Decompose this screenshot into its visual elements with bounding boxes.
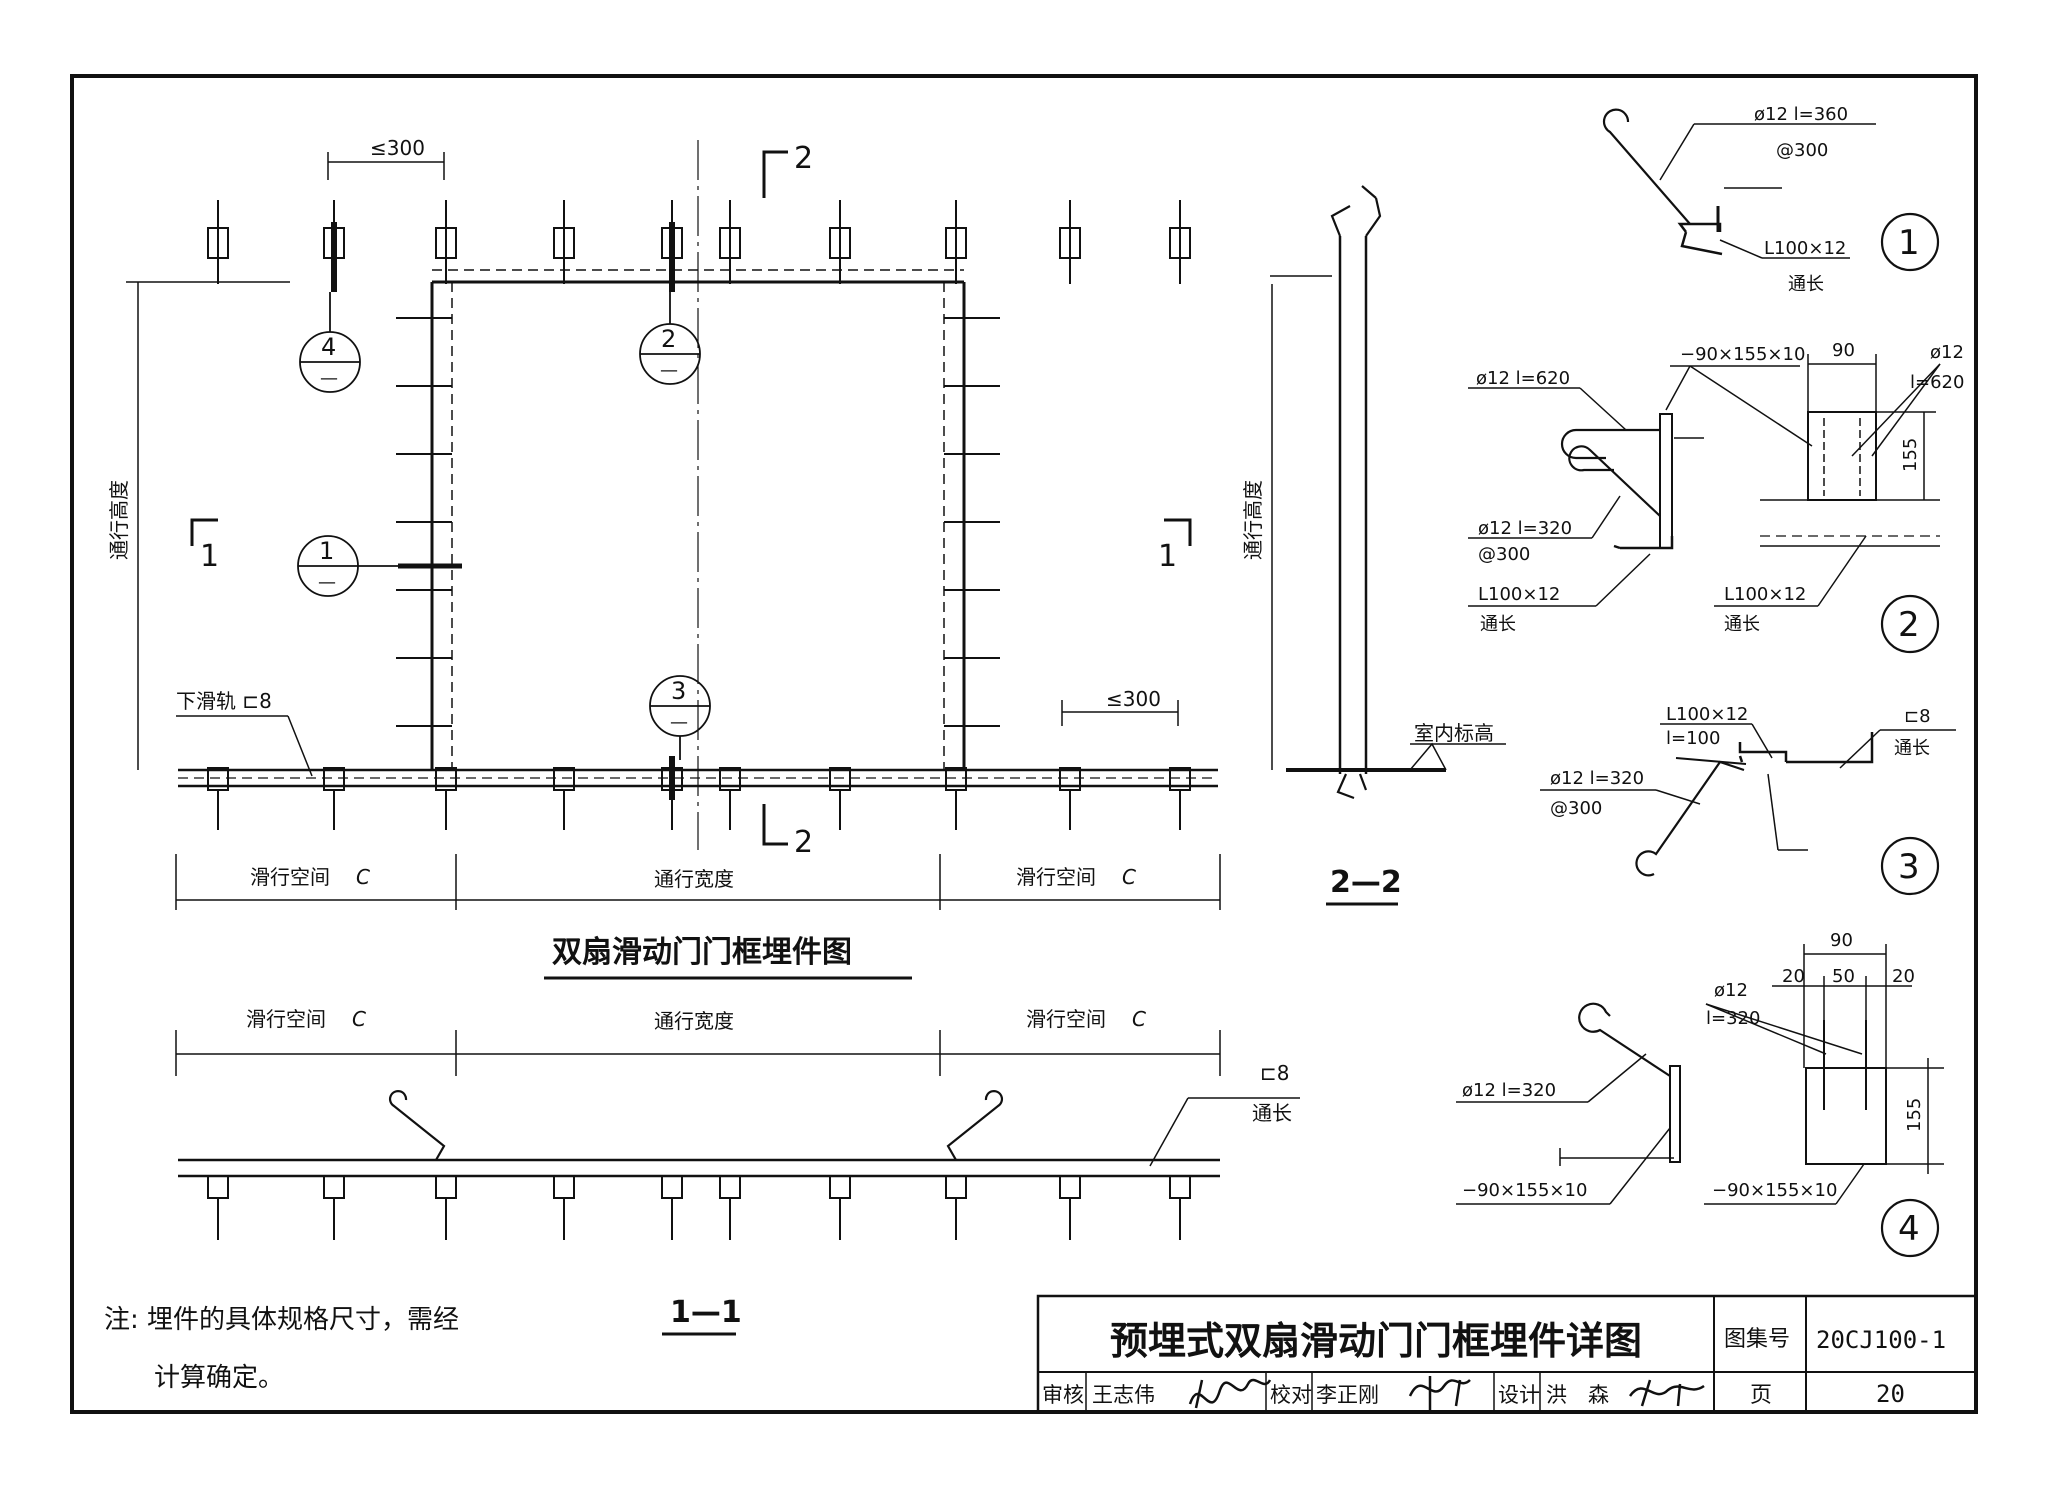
review-label: 审核 — [1042, 1383, 1084, 1407]
designer-name: 洪 森 — [1546, 1383, 1609, 1407]
detail-4: ø12 l=320 −90×155×10 90 20 50 20 ø12 l=3… — [1456, 930, 1944, 1258]
callout-1-num: 1 — [319, 537, 334, 565]
section-2-2: 通行高度 室内标高 2—2 — [1241, 185, 1506, 906]
d2-angle-left: L100×12 — [1478, 584, 1560, 605]
d2-full-length-left: 通长 — [1480, 614, 1516, 635]
main-view-title: 双扇滑动门门框埋件图 — [552, 935, 852, 970]
label-pass-height: 通行高度 — [107, 480, 131, 560]
section-mark-1-right: 1 — [1158, 539, 1177, 574]
reviewer-signature — [1188, 1378, 1272, 1409]
s11-channel: ⊏8 — [1260, 1061, 1289, 1085]
d2-dim-155: 155 — [1900, 438, 1921, 472]
d2-bar-c: ø12 l=320 — [1478, 518, 1572, 539]
d1-num: 1 — [1898, 223, 1920, 263]
d3-angle: L100×12 — [1666, 704, 1748, 725]
designer-signature — [1628, 1379, 1705, 1407]
d4-dim-155: 155 — [1904, 1098, 1925, 1132]
d1-angle: L100×12 — [1764, 238, 1846, 259]
note-line-1: 注: 埋件的具体规格尺寸，需经 — [104, 1305, 459, 1335]
d2-bar-a: ø12 l=620 — [1476, 368, 1570, 389]
d2-bar-b-1: ø12 — [1930, 342, 1964, 363]
d4-bar-r1: ø12 — [1714, 980, 1748, 1001]
d2-full-length-right: 通长 — [1724, 614, 1760, 635]
page-number: 20 — [1876, 1380, 1905, 1408]
d1-bar: ø12 l=360 — [1754, 104, 1848, 125]
d2-plate: −90×155×10 — [1680, 344, 1805, 365]
s11-pass-width: 通行宽度 — [654, 1009, 734, 1033]
d4-dim-50: 50 — [1832, 966, 1855, 987]
d4-plate-right: −90×155×10 — [1712, 1180, 1837, 1201]
dim-slide-space-right: 滑行空间 — [1016, 865, 1096, 889]
d2-bar-b-2: l=620 — [1910, 372, 1964, 393]
dim-c-right: C — [1122, 865, 1136, 889]
d1-spacing: @300 — [1776, 140, 1828, 161]
d2-num: 2 — [1898, 605, 1920, 645]
design-label: 设计 — [1498, 1383, 1540, 1407]
section-mark-2-bottom: 2 — [794, 825, 813, 860]
dim-spacing-top: ≤300 — [370, 136, 425, 160]
d4-plate-left: −90×155×10 — [1462, 1180, 1587, 1201]
s11-slide-space-right: 滑行空间 — [1026, 1007, 1106, 1031]
d3-bar: ø12 l=320 — [1550, 768, 1644, 789]
callout-2-sub: — — [660, 360, 678, 381]
s11-title: 1—1 — [670, 1295, 742, 1330]
reviewer-name: 王志伟 — [1092, 1383, 1155, 1407]
section-mark-1-left: 1 — [200, 539, 219, 574]
section-1-1: 滑行空间 C 通行宽度 滑行空间 C — [175, 1007, 1300, 1336]
d2-angle-right: L100×12 — [1724, 584, 1806, 605]
main-elevation: ≤300 — [107, 136, 1221, 980]
d4-bar-left: ø12 l=320 — [1462, 1080, 1556, 1101]
d4-dim-20a: 20 — [1782, 966, 1805, 987]
s22-title: 2—2 — [1330, 865, 1402, 900]
callout-2-num: 2 — [661, 325, 676, 353]
d3-spacing: @300 — [1550, 798, 1602, 819]
callout-4-sub: — — [320, 368, 338, 389]
checker-name: 李正刚 — [1316, 1383, 1379, 1407]
dim-slide-space-left: 滑行空间 — [250, 865, 330, 889]
page-label: 页 — [1750, 1383, 1772, 1408]
note-line-2: 计算确定。 — [154, 1363, 284, 1393]
dim-pass-width: 通行宽度 — [654, 867, 734, 891]
s11-c-left: C — [352, 1007, 366, 1031]
d3-full-length: 通长 — [1894, 738, 1930, 759]
detail-1: ø12 l=360 @300 L100×12 通长 1 — [1602, 104, 1940, 295]
dim-spacing-right: ≤300 — [1106, 687, 1161, 711]
d4-dim-20b: 20 — [1892, 966, 1915, 987]
d4-num: 4 — [1898, 1209, 1920, 1249]
callout-4-num: 4 — [321, 333, 336, 361]
d4-dim-90: 90 — [1830, 930, 1853, 951]
s22-label-height: 通行高度 — [1241, 480, 1265, 560]
d3-angle-len: l=100 — [1666, 728, 1720, 749]
label-bottom-rail: 下滑轨 ⊏8 — [176, 689, 272, 713]
d3-num: 3 — [1898, 847, 1920, 887]
check-label: 校对 — [1270, 1383, 1312, 1407]
s22-label-indoor: 室内标高 — [1414, 721, 1494, 745]
s11-c-right: C — [1132, 1007, 1146, 1031]
atlas-number: 20CJ100-1 — [1816, 1326, 1946, 1354]
d4-bar-r2: l=320 — [1706, 1008, 1760, 1029]
dim-c-left: C — [356, 865, 370, 889]
detail-2: ø12 l=620 −90×155×10 90 ø12 l=620 155 ø1… — [1468, 340, 1964, 654]
s11-slide-space-left: 滑行空间 — [246, 1007, 326, 1031]
callout-3-num: 3 — [671, 677, 686, 705]
section-mark-2-top: 2 — [794, 141, 813, 176]
d2-dim-90: 90 — [1832, 340, 1855, 361]
callout-1-sub: — — [318, 572, 336, 593]
drawing-title: 预埋式双扇滑动门门框埋件详图 — [1110, 1319, 1642, 1363]
atlas-label: 图集号 — [1724, 1327, 1790, 1352]
d1-full-length: 通长 — [1788, 274, 1824, 295]
d2-spacing: @300 — [1478, 544, 1530, 565]
detail-3: L100×12 l=100 ⊏8 通长 ø12 l=320 @300 3 — [1540, 704, 1956, 896]
s11-full-length: 通长 — [1252, 1101, 1292, 1125]
drawing-border — [70, 74, 1978, 1414]
title-block: 预埋式双扇滑动门门框埋件详图 图集号 20CJ100-1 审核 王志伟 校对 李… — [1036, 1294, 1978, 1414]
checker-signature — [1408, 1376, 1471, 1410]
callout-3-sub: — — [670, 712, 688, 733]
d3-channel: ⊏8 — [1904, 706, 1931, 727]
